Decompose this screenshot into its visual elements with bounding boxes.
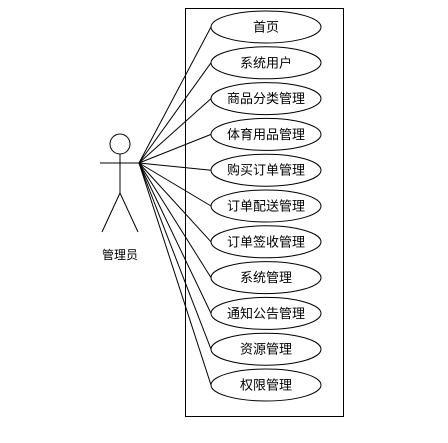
use-case: 权限管理 bbox=[210, 368, 322, 402]
association-line bbox=[138, 162, 212, 278]
use-case-ellipse bbox=[210, 117, 322, 151]
association-line bbox=[138, 162, 212, 171]
use-case: 资源管理 bbox=[210, 332, 322, 366]
actor-head bbox=[109, 133, 131, 155]
association-line bbox=[138, 133, 212, 164]
system-boundary bbox=[185, 8, 344, 417]
use-case-ellipse bbox=[210, 332, 322, 366]
association-line bbox=[138, 62, 212, 164]
use-case: 体育用品管理 bbox=[210, 117, 322, 151]
use-case-label: 系统用户 bbox=[240, 55, 292, 71]
actor-figure bbox=[100, 133, 140, 233]
use-case: 购买订单管理 bbox=[210, 153, 322, 187]
use-case-label: 通知公告管理 bbox=[227, 306, 305, 322]
actor-right-leg bbox=[119, 192, 139, 233]
use-case: 商品分类管理 bbox=[210, 82, 322, 116]
association-line bbox=[138, 162, 212, 350]
association-line bbox=[138, 98, 212, 164]
use-case-label: 首页 bbox=[253, 21, 279, 36]
use-case-ellipse bbox=[210, 46, 322, 80]
use-case: 订单配送管理 bbox=[210, 189, 322, 223]
use-case-label: 系统管理 bbox=[240, 271, 292, 286]
association-lines bbox=[138, 26, 212, 386]
association-line bbox=[138, 162, 212, 207]
use-case-label: 资源管理 bbox=[240, 343, 292, 358]
use-case-ellipse bbox=[210, 153, 322, 187]
use-case-label: 订单签收管理 bbox=[227, 234, 305, 250]
use-case-label: 商品分类管理 bbox=[227, 92, 305, 107]
association-line bbox=[138, 162, 212, 243]
use-case-label: 体育用品管理 bbox=[227, 127, 305, 143]
use-case: 首页 bbox=[210, 10, 322, 44]
use-case-ellipse bbox=[210, 368, 322, 402]
use-case-ellipse bbox=[210, 296, 322, 330]
use-case-ellipse bbox=[210, 82, 322, 116]
use-case-ellipse bbox=[210, 225, 322, 259]
association-line bbox=[138, 162, 212, 314]
actor-label: 管理员 bbox=[102, 247, 138, 262]
use-case-label: 权限管理 bbox=[240, 378, 292, 394]
use-case-ellipse bbox=[210, 261, 322, 295]
use-case: 订单签收管理 bbox=[210, 225, 322, 259]
use-case: 通知公告管理 bbox=[210, 296, 322, 330]
use-case-list: 首页系统用户商品分类管理体育用品管理购买订单管理订单配送管理订单签收管理系统管理… bbox=[210, 10, 322, 402]
association-line bbox=[138, 162, 212, 386]
actor-left-leg bbox=[101, 192, 121, 233]
use-case-label: 订单配送管理 bbox=[227, 200, 305, 215]
use-case: 系统管理 bbox=[210, 261, 322, 295]
use-case: 系统用户 bbox=[210, 46, 322, 80]
association-line bbox=[138, 26, 212, 164]
use-case-label: 购买订单管理 bbox=[227, 163, 305, 179]
use-case-ellipse bbox=[210, 189, 322, 223]
use-case-ellipse bbox=[210, 10, 322, 44]
